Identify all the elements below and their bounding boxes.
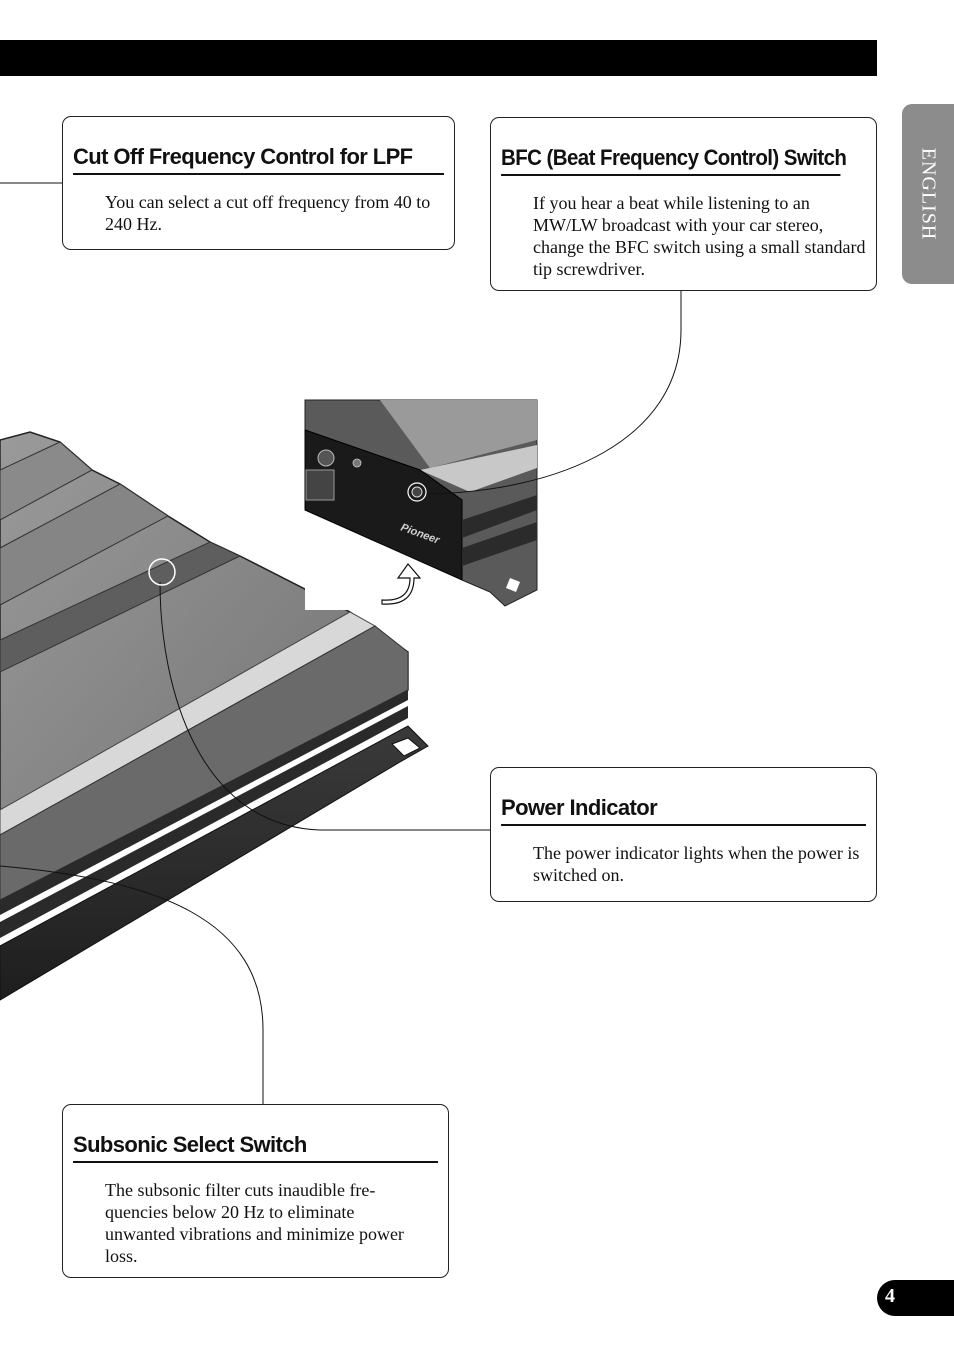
amplifier-body	[0, 431, 429, 1001]
callout-bfc-body: If you hear a beat while listening to an…	[533, 193, 866, 279]
power-indicator-marker	[148, 558, 176, 586]
callout-power-body: The power indicator lights when the powe…	[533, 843, 860, 885]
header-bar	[0, 40, 877, 76]
end-panel-inset: Pioneer	[304, 399, 538, 610]
leader-line-power	[159, 581, 490, 831]
page-number: 4	[885, 1285, 895, 1307]
callout-subsonic-title: Subsonic Select Switch	[73, 1131, 438, 1163]
callout-lpf-body: You can select a cut off frequency from …	[105, 192, 431, 234]
callout-bfc-title: BFC (Beat Frequency Control) Switch	[501, 144, 847, 176]
bfc-switch-marker	[407, 482, 427, 502]
callout-subsonic-body: The subsonic filter cuts inaudible fre-q…	[105, 1180, 404, 1266]
leader-line-bfc	[424, 291, 682, 495]
callout-lpf: Cut Off Frequency Control for LPF You ca…	[62, 116, 455, 250]
callout-bfc: BFC (Beat Frequency Control) Switch If y…	[490, 117, 877, 291]
leader-line-subsonic	[0, 865, 264, 1104]
view-arrow-icon	[381, 563, 422, 605]
callout-subsonic: Subsonic Select Switch The subsonic filt…	[62, 1104, 449, 1278]
callout-lpf-title: Cut Off Frequency Control for LPF	[73, 143, 444, 175]
page-number-badge: 4	[877, 1280, 954, 1316]
callout-power-title: Power Indicator	[501, 794, 866, 826]
callout-power-indicator: Power Indicator The power indicator ligh…	[490, 767, 877, 902]
language-tab: ENGLISH	[902, 104, 954, 284]
